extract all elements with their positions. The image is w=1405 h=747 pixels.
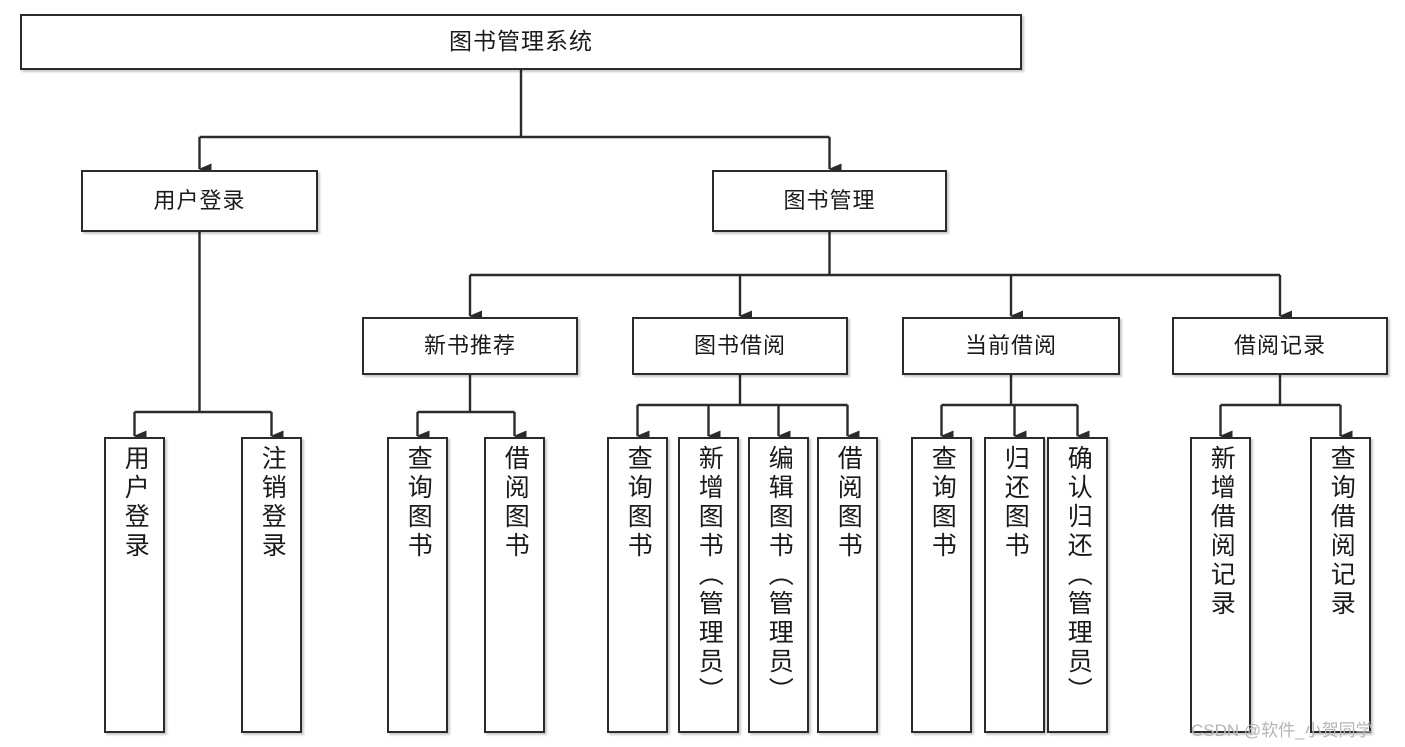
node-label: 图书管理系统 (449, 28, 593, 55)
node-label: 归还图书 (1001, 445, 1030, 561)
node-borrow-record[interactable]: 借阅记录 (1172, 317, 1388, 375)
node-leaf-query-record[interactable]: 查询借阅记录 (1310, 437, 1371, 733)
node-label: 借阅图书 (834, 445, 863, 561)
node-label: 借阅记录 (1233, 333, 1326, 359)
node-leaf-add-record[interactable]: 新增借阅记录 (1190, 437, 1251, 733)
node-label: 查询图书 (624, 445, 653, 561)
node-user-login[interactable]: 用户登录 (81, 170, 318, 232)
node-book-manage[interactable]: 图书管理 (712, 170, 947, 232)
node-leaf-confirm-return[interactable]: 确认归还（管理员） (1047, 437, 1108, 733)
node-leaf-add-book[interactable]: 新增图书（管理员） (678, 437, 739, 733)
node-label: 借阅图书 (501, 445, 530, 561)
node-label: 用户登录 (153, 188, 246, 214)
node-label: 用户登录 (121, 445, 150, 561)
node-label: 图书管理 (783, 188, 876, 214)
node-leaf-return-book[interactable]: 归还图书 (984, 437, 1045, 733)
node-current-borrow[interactable]: 当前借阅 (902, 317, 1120, 375)
watermark-text: CSDN @软件_小贺同学 (1191, 721, 1373, 740)
node-label: 注销登录 (258, 445, 287, 561)
node-leaf-borrow-book-2[interactable]: 借阅图书 (817, 437, 878, 733)
node-leaf-logout[interactable]: 注销登录 (241, 437, 302, 733)
node-leaf-query-book-3[interactable]: 查询图书 (911, 437, 972, 733)
node-label: 查询借阅记录 (1327, 445, 1356, 619)
node-leaf-query-book-2[interactable]: 查询图书 (607, 437, 668, 733)
node-label: 新增图书（管理员） (695, 445, 724, 706)
node-leaf-user-login[interactable]: 用户登录 (104, 437, 165, 733)
node-new-book-rec[interactable]: 新书推荐 (362, 317, 578, 375)
node-label: 当前借阅 (964, 333, 1057, 359)
node-label: 图书借阅 (693, 333, 786, 359)
node-label: 新书推荐 (423, 333, 516, 359)
node-leaf-query-book-1[interactable]: 查询图书 (387, 437, 448, 733)
node-leaf-edit-book[interactable]: 编辑图书（管理员） (748, 437, 809, 733)
node-leaf-borrow-book-1[interactable]: 借阅图书 (484, 437, 545, 733)
node-label: 查询图书 (404, 445, 433, 561)
node-label: 编辑图书（管理员） (765, 445, 794, 706)
node-label: 新增借阅记录 (1207, 445, 1236, 619)
node-label: 查询图书 (928, 445, 957, 561)
node-book-borrow[interactable]: 图书借阅 (632, 317, 848, 375)
node-root[interactable]: 图书管理系统 (20, 14, 1022, 70)
node-label: 确认归还（管理员） (1064, 445, 1093, 706)
